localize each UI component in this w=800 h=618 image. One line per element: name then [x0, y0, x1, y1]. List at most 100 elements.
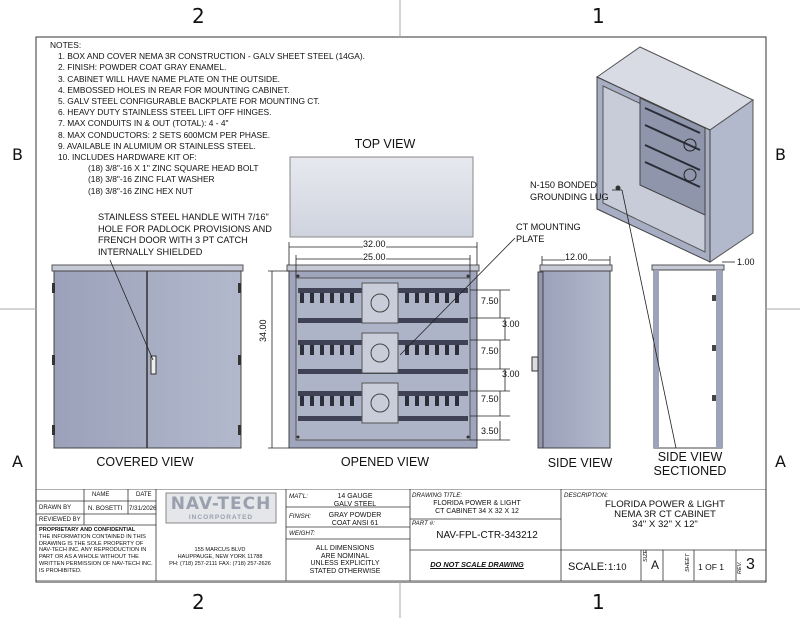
- tb-drawing-title-label: DRAWING TITLE:: [412, 492, 463, 499]
- finish-line: GRAY POWDER: [328, 512, 382, 519]
- drawing-title-line: CT CABINET 34 X 32 X 12: [435, 507, 519, 515]
- isometric-view: [596, 46, 754, 263]
- dim-width-outer: 32.00: [363, 239, 386, 249]
- tb-sheet-label: SHEET: [685, 553, 691, 572]
- grounding-callout: N-150 BONDED GROUNDING LUG: [530, 180, 630, 203]
- dim-gap: 3.00: [502, 369, 520, 379]
- note-item: 3. CABINET WILL HAVE NAME PLATE ON THE O…: [58, 73, 280, 84]
- side-view-sectioned: [651, 261, 735, 449]
- tb-name-header: NAME: [92, 492, 110, 498]
- zone-right-a: A: [775, 452, 786, 471]
- tb-rev: 3: [746, 556, 755, 573]
- dim-gap: 3.00: [502, 319, 520, 329]
- top-view-label: TOP VIEW: [354, 137, 416, 151]
- tb-matl-label: MAT'L:: [289, 493, 308, 500]
- side-view: [531, 256, 613, 449]
- address-line: 155 MARCUS BLVD: [194, 547, 246, 553]
- covered-view-label: COVERED VIEW: [96, 455, 194, 469]
- dim-width-inner: 25.00: [363, 252, 386, 262]
- dim-gap: 7.50: [481, 346, 499, 356]
- note-item: 2. FINISH: POWDER COAT GRAY ENAMEL.: [58, 62, 227, 73]
- address-line: HAUPPAUGE, NEW YORK 11788: [177, 553, 263, 560]
- dims-note-line: ARE NOMINAL: [320, 552, 370, 560]
- callout-line: GROUNDING LUG: [530, 191, 609, 202]
- zone-top-left: 2: [192, 4, 205, 28]
- tb-size-label: SIZE: [643, 549, 649, 562]
- logo-main: NAV-TECH: [170, 494, 272, 514]
- dim-flange: 1.00: [737, 257, 755, 267]
- matl-line: 14 GAUGE: [337, 493, 373, 500]
- covered-view: [51, 264, 244, 449]
- prop-line: NAV-TECH INC. ANY REPRODUCTION IN: [39, 547, 147, 554]
- top-view-outline: [289, 156, 474, 238]
- tb-reviewed-by-label: REVIEWED BY: [39, 517, 81, 523]
- dim-gap: 7.50: [481, 394, 499, 404]
- note-item: 8. MAX CONDUCTORS: 2 SETS 600MCM PER PHA…: [58, 129, 271, 140]
- ct-plate-callout: CT MOUNTING PLATE: [516, 222, 606, 245]
- opened-view-label: OPENED VIEW: [340, 455, 430, 469]
- tb-no-scale: DO NOT SCALE DRAWING: [430, 560, 524, 569]
- dim-bottom: 3.50: [481, 426, 499, 436]
- zone-bottom-left: 2: [192, 590, 205, 614]
- company-address: 155 MARCUS BLVD HAUPPAUGE, NEW YORK 1178…: [158, 547, 282, 567]
- dim-height: 34.00: [258, 319, 268, 342]
- callout-line: PLATE: [516, 233, 545, 244]
- zone-left-b: B: [12, 145, 23, 164]
- prop-line: THE INFORMATION CONTAINED IN THIS: [39, 533, 146, 540]
- note-item: 7. MAX CONDUITS IN & OUT (TOTAL): 4 - 4": [58, 118, 229, 129]
- note-item: 4. EMBOSSED HOLES IN REAR FOR MOUNTING C…: [58, 84, 290, 95]
- note-item: 5. GALV STEEL CONFIGURABLE BACKPLATE FOR…: [58, 96, 320, 107]
- zone-right-b: B: [775, 145, 786, 164]
- dims-note-line: ALL DIMENSIONS: [315, 545, 375, 552]
- tb-size: A: [651, 558, 660, 572]
- tb-finish-label: FINISH:: [289, 513, 312, 520]
- side-view-label: SIDE VIEW: [547, 456, 613, 470]
- note-item: 9. AVAILABLE IN ALUMIUM OR STAINLESS STE…: [58, 140, 256, 151]
- tb-weight-label: WEIGHT:: [289, 530, 316, 537]
- tb-matl: 14 GAUGE GALV STEEL: [325, 493, 385, 508]
- dim-gap: 7.50: [481, 296, 499, 306]
- prop-line: DRAWING IS THE SOLE PROPERTY OF: [39, 540, 144, 547]
- title-block-grid: [36, 489, 766, 581]
- tb-sheet: 1 OF 1: [698, 562, 724, 572]
- sectioned-label-line: SIDE VIEW: [657, 450, 723, 464]
- prop-line: PART OR AS A WHOLE WITHOUT THE: [39, 554, 139, 561]
- description-line: NEMA 3R CT CABINET: [614, 509, 716, 520]
- tb-date-header: DATE: [136, 492, 152, 498]
- prop-line: IS PROHIBITED.: [39, 567, 82, 574]
- kit-item: (18) 3/8"-16 X 1" ZINC SQUARE HEAD BOLT: [88, 163, 259, 174]
- finish-line: COAT ANSI 61: [331, 519, 379, 527]
- note-item: 10. INCLUDES HARDWARE KIT OF:: [58, 152, 197, 163]
- tb-finish: GRAY POWDER COAT ANSI 61: [325, 512, 385, 527]
- logo-sub: INCORPORATED: [188, 514, 254, 521]
- notes-heading: NOTES:: [50, 40, 82, 50]
- handle-callout: STAINLESS STEEL HANDLE WITH 7/16" HOLE F…: [98, 212, 288, 258]
- tb-part-number: NAV-FPL-CTR-343212: [436, 530, 538, 541]
- tb-description-label: DESCRIPTION:: [564, 492, 609, 499]
- prop-line: WRITTEN PERMISSION OF NAV-TECH INC.: [39, 560, 153, 567]
- kit-item: (18) 3/8"-16 ZINC HEX NUT: [88, 185, 193, 196]
- description-line: FLORIDA POWER & LIGHT: [605, 499, 725, 510]
- dims-note-line: STATED OTHERWISE: [309, 567, 381, 575]
- tb-proprietary: PROPRIETARY AND CONFIDENTIAL THE INFORMA…: [39, 527, 157, 575]
- zone-bottom-right: 1: [592, 590, 605, 614]
- callout-leaders: [109, 189, 677, 449]
- callout-line: CT MOUNTING: [516, 222, 581, 232]
- callout-line: N-150 BONDED: [530, 180, 597, 190]
- callout-line: FRENCH DOOR WITH 3 PT CATCH: [98, 235, 248, 246]
- tb-drawn-date: 7/31/2026: [129, 505, 157, 512]
- tb-scale: 1:10: [608, 562, 627, 573]
- dim-depth: 12.00: [565, 252, 588, 262]
- callout-line: HOLE FOR PADLOCK PROVISIONS AND: [98, 223, 272, 234]
- drawing-title-line: FLORIDA POWER & LIGHT: [433, 500, 521, 507]
- callout-line: INTERNALLY SHIELDED: [98, 246, 203, 257]
- tb-dims-note: ALL DIMENSIONS ARE NOMINAL UNLESS EXPLIC…: [300, 545, 390, 575]
- dims-note-line: UNLESS EXPLICITLY: [310, 560, 380, 567]
- address-line: PH: (718) 257-2111 FAX: (718) 257-2626: [169, 560, 271, 567]
- zone-top-right: 1: [592, 4, 605, 28]
- note-item: 6. HEAVY DUTY STAINLESS STEEL LIFT OFF H…: [58, 107, 272, 118]
- tb-drawing-title: FLORIDA POWER & LIGHT CT CABINET 34 X 32…: [412, 500, 542, 515]
- notes-block: NOTES: 1. BOX AND COVER NEMA 3R CONSTRUC…: [50, 40, 390, 197]
